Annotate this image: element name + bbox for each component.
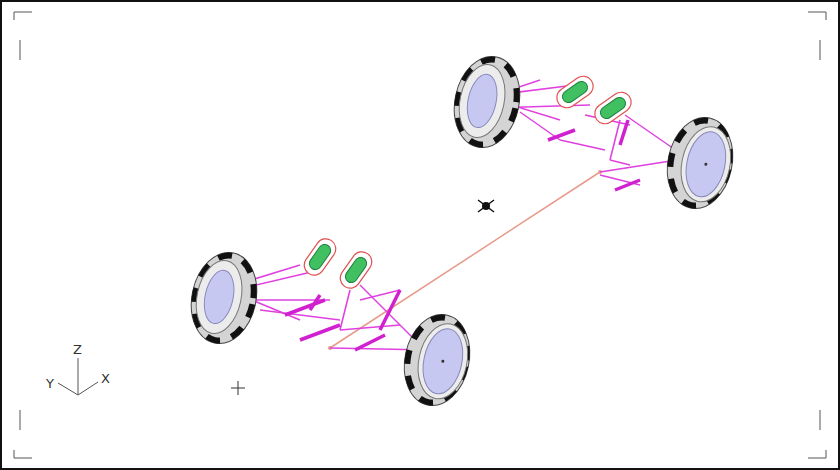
axis-label: Z xyxy=(73,343,82,356)
axis-label: X xyxy=(101,372,110,385)
axis-label: Y xyxy=(46,377,54,390)
